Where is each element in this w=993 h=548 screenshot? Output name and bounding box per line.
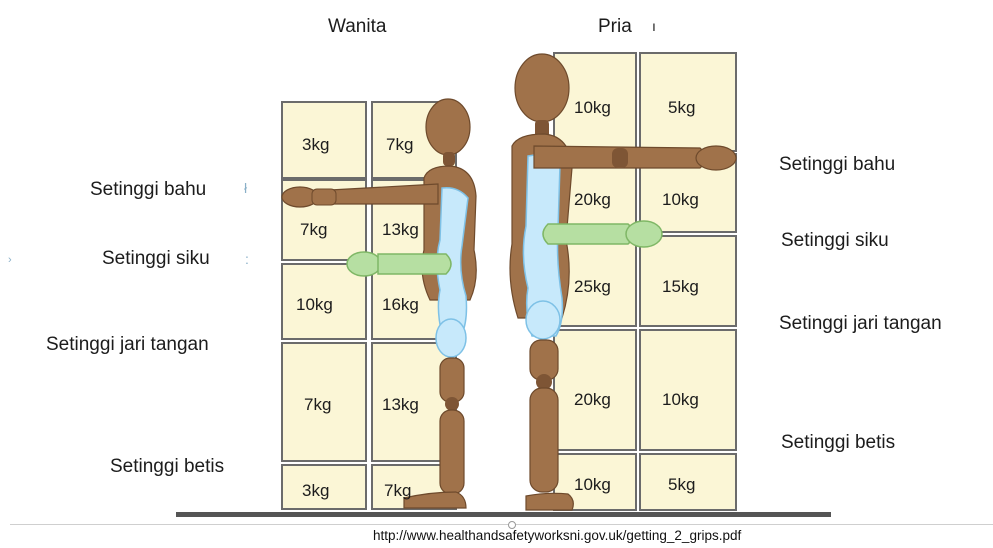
- female-label-knuckle: Setinggi jari tangan: [46, 334, 209, 356]
- female-weight-r5c1: 3kg: [302, 481, 329, 500]
- male-label-knuckle: Setinggi jari tangan: [779, 313, 942, 335]
- male-weight-r5c2: 5kg: [668, 475, 695, 494]
- floor-line: [176, 512, 831, 517]
- male-weight-r2c2: 10kg: [662, 190, 699, 209]
- female-column-heading: Wanita: [328, 16, 386, 38]
- source-url: http://www.healthandsafetyworksni.gov.uk…: [373, 528, 741, 543]
- male-weight-r1c1: 10kg: [574, 98, 611, 117]
- male-label-elbow: Setinggi siku: [781, 230, 889, 252]
- cursor-mark-pria: ı: [652, 18, 656, 34]
- male-weight-r4c1: 20kg: [574, 390, 611, 409]
- male-weight-r3c2: 15kg: [662, 277, 699, 296]
- female-weight-r2c1: 7kg: [300, 220, 327, 239]
- female-weight-r3c2: 16kg: [382, 295, 419, 314]
- cursor-mark-elbow: :: [245, 251, 249, 267]
- female-label-shoulder: Setinggi bahu: [90, 179, 206, 201]
- female-label-calf: Setinggi betis: [110, 456, 224, 478]
- male-weight-r2c1: 20kg: [574, 190, 611, 209]
- female-weight-r1c2: 7kg: [386, 135, 413, 154]
- male-weight-r5c1: 10kg: [574, 475, 611, 494]
- female-weight-r5c2: 7kg: [384, 481, 411, 500]
- female-label-elbow: Setinggi siku: [102, 248, 210, 270]
- bottom-divider: [10, 524, 993, 525]
- female-weight-r2c2: 13kg: [382, 220, 419, 239]
- female-weight-r4c1: 7kg: [304, 395, 331, 414]
- cursor-mark-left: ›: [8, 254, 12, 266]
- cursor-mark-shoulder: ł: [244, 180, 247, 196]
- male-weight-r1c2: 5kg: [668, 98, 695, 117]
- male-label-shoulder: Setinggi bahu: [779, 154, 895, 176]
- female-weight-r1c1: 3kg: [302, 135, 329, 154]
- female-weight-r4c2: 13kg: [382, 395, 419, 414]
- male-column-heading: Pria: [598, 16, 632, 38]
- male-label-calf: Setinggi betis: [781, 432, 895, 454]
- male-weight-r3c1: 25kg: [574, 277, 611, 296]
- female-weight-r3c1: 10kg: [296, 295, 333, 314]
- male-weight-r4c2: 10kg: [662, 390, 699, 409]
